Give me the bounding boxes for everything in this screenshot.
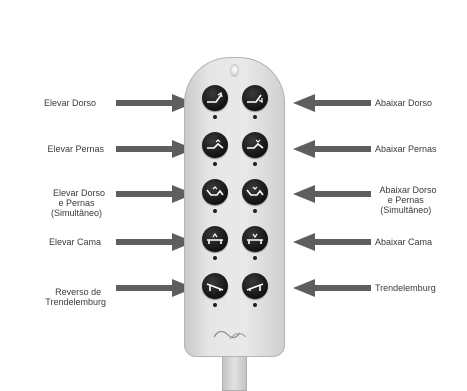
arrow-abaixar-pernas [291, 139, 371, 159]
indicator-dot [213, 115, 217, 119]
back-raise-icon [206, 92, 224, 104]
indicator-dot [213, 162, 217, 166]
label-reverso-trendelemburg: Reverso de Trendelemburg [45, 277, 106, 307]
trendelemburg-button[interactable] [242, 273, 268, 299]
power-led [231, 65, 238, 76]
elevar-dorso-button[interactable] [202, 85, 228, 111]
abaixar-dorso-e-pernas-button[interactable] [242, 179, 268, 205]
indicator-dot [213, 256, 217, 260]
arrow-abaixar-dorso [291, 93, 371, 113]
back-legs-lower-icon [246, 186, 264, 198]
label-abaixar-dorso: Abaixar Dorso [375, 98, 432, 108]
indicator-dot [253, 115, 257, 119]
label-elevar-pernas: Elevar Pernas [47, 144, 104, 154]
bed-lower-icon [246, 233, 264, 245]
label-trendelemburg: Trendelemburg [375, 283, 436, 293]
label-elevar-cama: Elevar Cama [49, 237, 101, 247]
reverse-trendelenburg-icon [206, 280, 224, 292]
indicator-dot [253, 209, 257, 213]
abaixar-pernas-button[interactable] [242, 132, 268, 158]
arrow-left-icon [291, 93, 371, 113]
arrow-abaixar-cama [291, 232, 371, 252]
legs-raise-icon [206, 139, 224, 151]
indicator-dot [213, 209, 217, 213]
brand-logo-icon [194, 323, 274, 345]
indicator-dot [253, 162, 257, 166]
abaixar-cama-button[interactable] [242, 226, 268, 252]
arrow-left-icon [291, 278, 371, 298]
indicator-dot [213, 303, 217, 307]
reverso-trendelemburg-button[interactable] [202, 273, 228, 299]
remote-logo-area [194, 323, 274, 345]
arrow-left-icon [291, 139, 371, 159]
back-legs-raise-icon [206, 186, 224, 198]
label-reverso-trendelemburg-text: Reverso de Trendelemburg [45, 287, 106, 307]
label-abaixar-dorso-e-pernas-text: Abaixar Dorso e Pernas (Simultâneo) [380, 185, 437, 215]
indicator-dot [253, 303, 257, 307]
label-abaixar-dorso-e-pernas: Abaixar Dorso e Pernas (Simultâneo) [375, 175, 437, 215]
elevar-cama-button[interactable] [202, 226, 228, 252]
bed-raise-icon [206, 233, 224, 245]
trendelenburg-icon [246, 280, 264, 292]
abaixar-dorso-button[interactable] [242, 85, 268, 111]
label-elevar-dorso-e-pernas-text: Elevar Dorso e Pernas (Simultâneo) [51, 188, 105, 218]
elevar-pernas-button[interactable] [202, 132, 228, 158]
label-abaixar-pernas: Abaixar Pernas [375, 144, 437, 154]
arrow-trendelemburg [291, 278, 371, 298]
legs-lower-icon [246, 139, 264, 151]
arrow-left-icon [291, 232, 371, 252]
arrow-left-icon [291, 184, 371, 204]
arrow-abaixar-dorso-e-pernas [291, 184, 371, 204]
label-elevar-dorso-e-pernas: Elevar Dorso e Pernas (Simultâneo) [48, 178, 105, 218]
label-elevar-dorso: Elevar Dorso [44, 98, 96, 108]
remote-cable [222, 352, 247, 391]
back-lower-icon [246, 92, 264, 104]
indicator-dot [253, 256, 257, 260]
label-abaixar-cama: Abaixar Cama [375, 237, 432, 247]
elevar-dorso-e-pernas-button[interactable] [202, 179, 228, 205]
bed-remote-control [184, 57, 285, 357]
